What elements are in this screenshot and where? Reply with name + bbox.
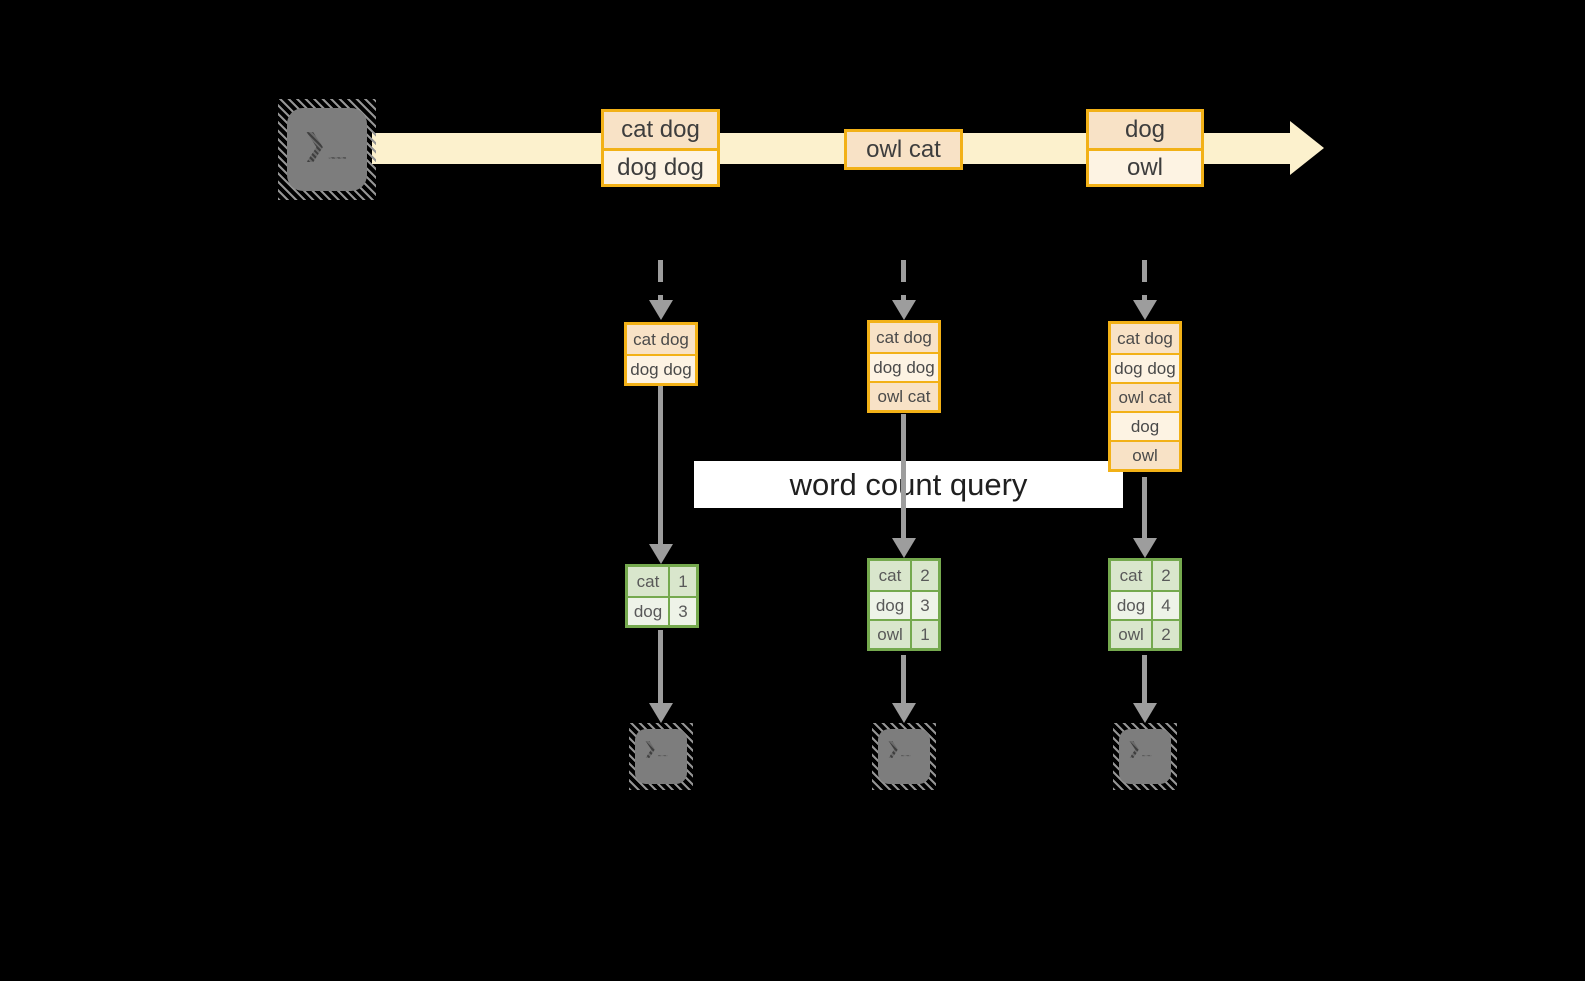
- connector-line: [1142, 477, 1147, 538]
- sink-terminal-icon-2: ❯_: [872, 723, 936, 790]
- connector-line: [1142, 655, 1147, 704]
- event-line: owl: [1089, 148, 1201, 184]
- batch-line: owl cat: [870, 381, 938, 410]
- terminal-screen: ❯_: [878, 729, 930, 784]
- batch-line: cat dog: [870, 323, 938, 352]
- terminal-prompt-icon: ❯_: [886, 739, 912, 758]
- query-banner: word count query: [694, 461, 1123, 508]
- event-line: cat dog: [604, 112, 717, 148]
- table-row: cat 1: [628, 567, 696, 596]
- connector-line: [901, 655, 906, 704]
- count-cell: 2: [1153, 621, 1179, 648]
- terminal-screen: ❯_: [1119, 729, 1171, 784]
- arrow-down-icon: [892, 300, 916, 320]
- input-batch-1: cat dog dog dog: [624, 322, 698, 386]
- sink-terminal-icon-3: ❯_: [1113, 723, 1177, 790]
- terminal-prompt-icon: ❯_: [302, 129, 348, 162]
- dashed-connector: [901, 260, 906, 300]
- word-cell: cat: [628, 567, 670, 596]
- count-cell: 2: [1153, 561, 1179, 590]
- event-line: dog dog: [604, 148, 717, 184]
- arrow-down-icon: [649, 703, 673, 723]
- arrow-down-icon: [1133, 300, 1157, 320]
- word-cell: owl: [870, 621, 912, 648]
- word-cell: dog: [1111, 592, 1153, 619]
- stream-event-1: cat dog dog dog: [601, 109, 720, 187]
- sink-terminal-icon-1: ❯_: [629, 723, 693, 790]
- source-terminal-icon: ❯_: [278, 99, 376, 200]
- arrow-down-icon: [649, 544, 673, 564]
- table-row: dog 4: [1111, 590, 1179, 619]
- batch-line: dog dog: [870, 352, 938, 381]
- batch-line: cat dog: [627, 325, 695, 354]
- stream-event-3: dog owl: [1086, 109, 1204, 187]
- batch-line: owl cat: [1111, 382, 1179, 411]
- terminal-prompt-icon: ❯_: [1127, 739, 1153, 758]
- arrow-down-icon: [649, 300, 673, 320]
- terminal-prompt-icon: ❯_: [643, 739, 669, 758]
- batch-line: cat dog: [1111, 324, 1179, 353]
- count-table-2: cat 2 dog 3 owl 1: [867, 558, 941, 651]
- input-batch-3: cat dog dog dog owl cat dog owl: [1108, 321, 1182, 472]
- count-cell: 2: [912, 561, 938, 590]
- event-line: dog: [1089, 112, 1201, 148]
- table-row: owl 1: [870, 619, 938, 648]
- batch-line: dog dog: [627, 354, 695, 383]
- table-row: dog 3: [628, 596, 696, 625]
- word-cell: dog: [870, 592, 912, 619]
- count-table-1: cat 1 dog 3: [625, 564, 699, 628]
- table-row: dog 3: [870, 590, 938, 619]
- connector-line: [658, 385, 663, 544]
- arrow-down-icon: [892, 538, 916, 558]
- batch-line: owl: [1111, 440, 1179, 469]
- connector-line: [901, 414, 906, 538]
- count-cell: 3: [912, 592, 938, 619]
- arrow-down-icon: [892, 703, 916, 723]
- stream-event-2: owl cat: [844, 129, 963, 170]
- input-batch-2: cat dog dog dog owl cat: [867, 320, 941, 413]
- terminal-screen: ❯_: [635, 729, 687, 784]
- arrow-down-icon: [1133, 538, 1157, 558]
- stream-arrow-head-icon: [1290, 121, 1324, 175]
- word-cell: owl: [1111, 621, 1153, 648]
- terminal-screen: ❯_: [287, 108, 367, 191]
- connector-line: [658, 630, 663, 704]
- count-cell: 1: [670, 567, 696, 596]
- word-cell: cat: [1111, 561, 1153, 590]
- dashed-connector: [658, 260, 663, 300]
- count-cell: 4: [1153, 592, 1179, 619]
- event-line: owl cat: [847, 132, 960, 167]
- batch-line: dog: [1111, 411, 1179, 440]
- count-cell: 3: [670, 598, 696, 625]
- count-table-3: cat 2 dog 4 owl 2: [1108, 558, 1182, 651]
- table-row: cat 2: [870, 561, 938, 590]
- arrow-down-icon: [1133, 703, 1157, 723]
- query-banner-label: word count query: [789, 466, 1028, 502]
- word-cell: cat: [870, 561, 912, 590]
- dashed-connector: [1142, 260, 1147, 300]
- table-row: owl 2: [1111, 619, 1179, 648]
- batch-line: dog dog: [1111, 353, 1179, 382]
- count-cell: 1: [912, 621, 938, 648]
- table-row: cat 2: [1111, 561, 1179, 590]
- word-cell: dog: [628, 598, 670, 625]
